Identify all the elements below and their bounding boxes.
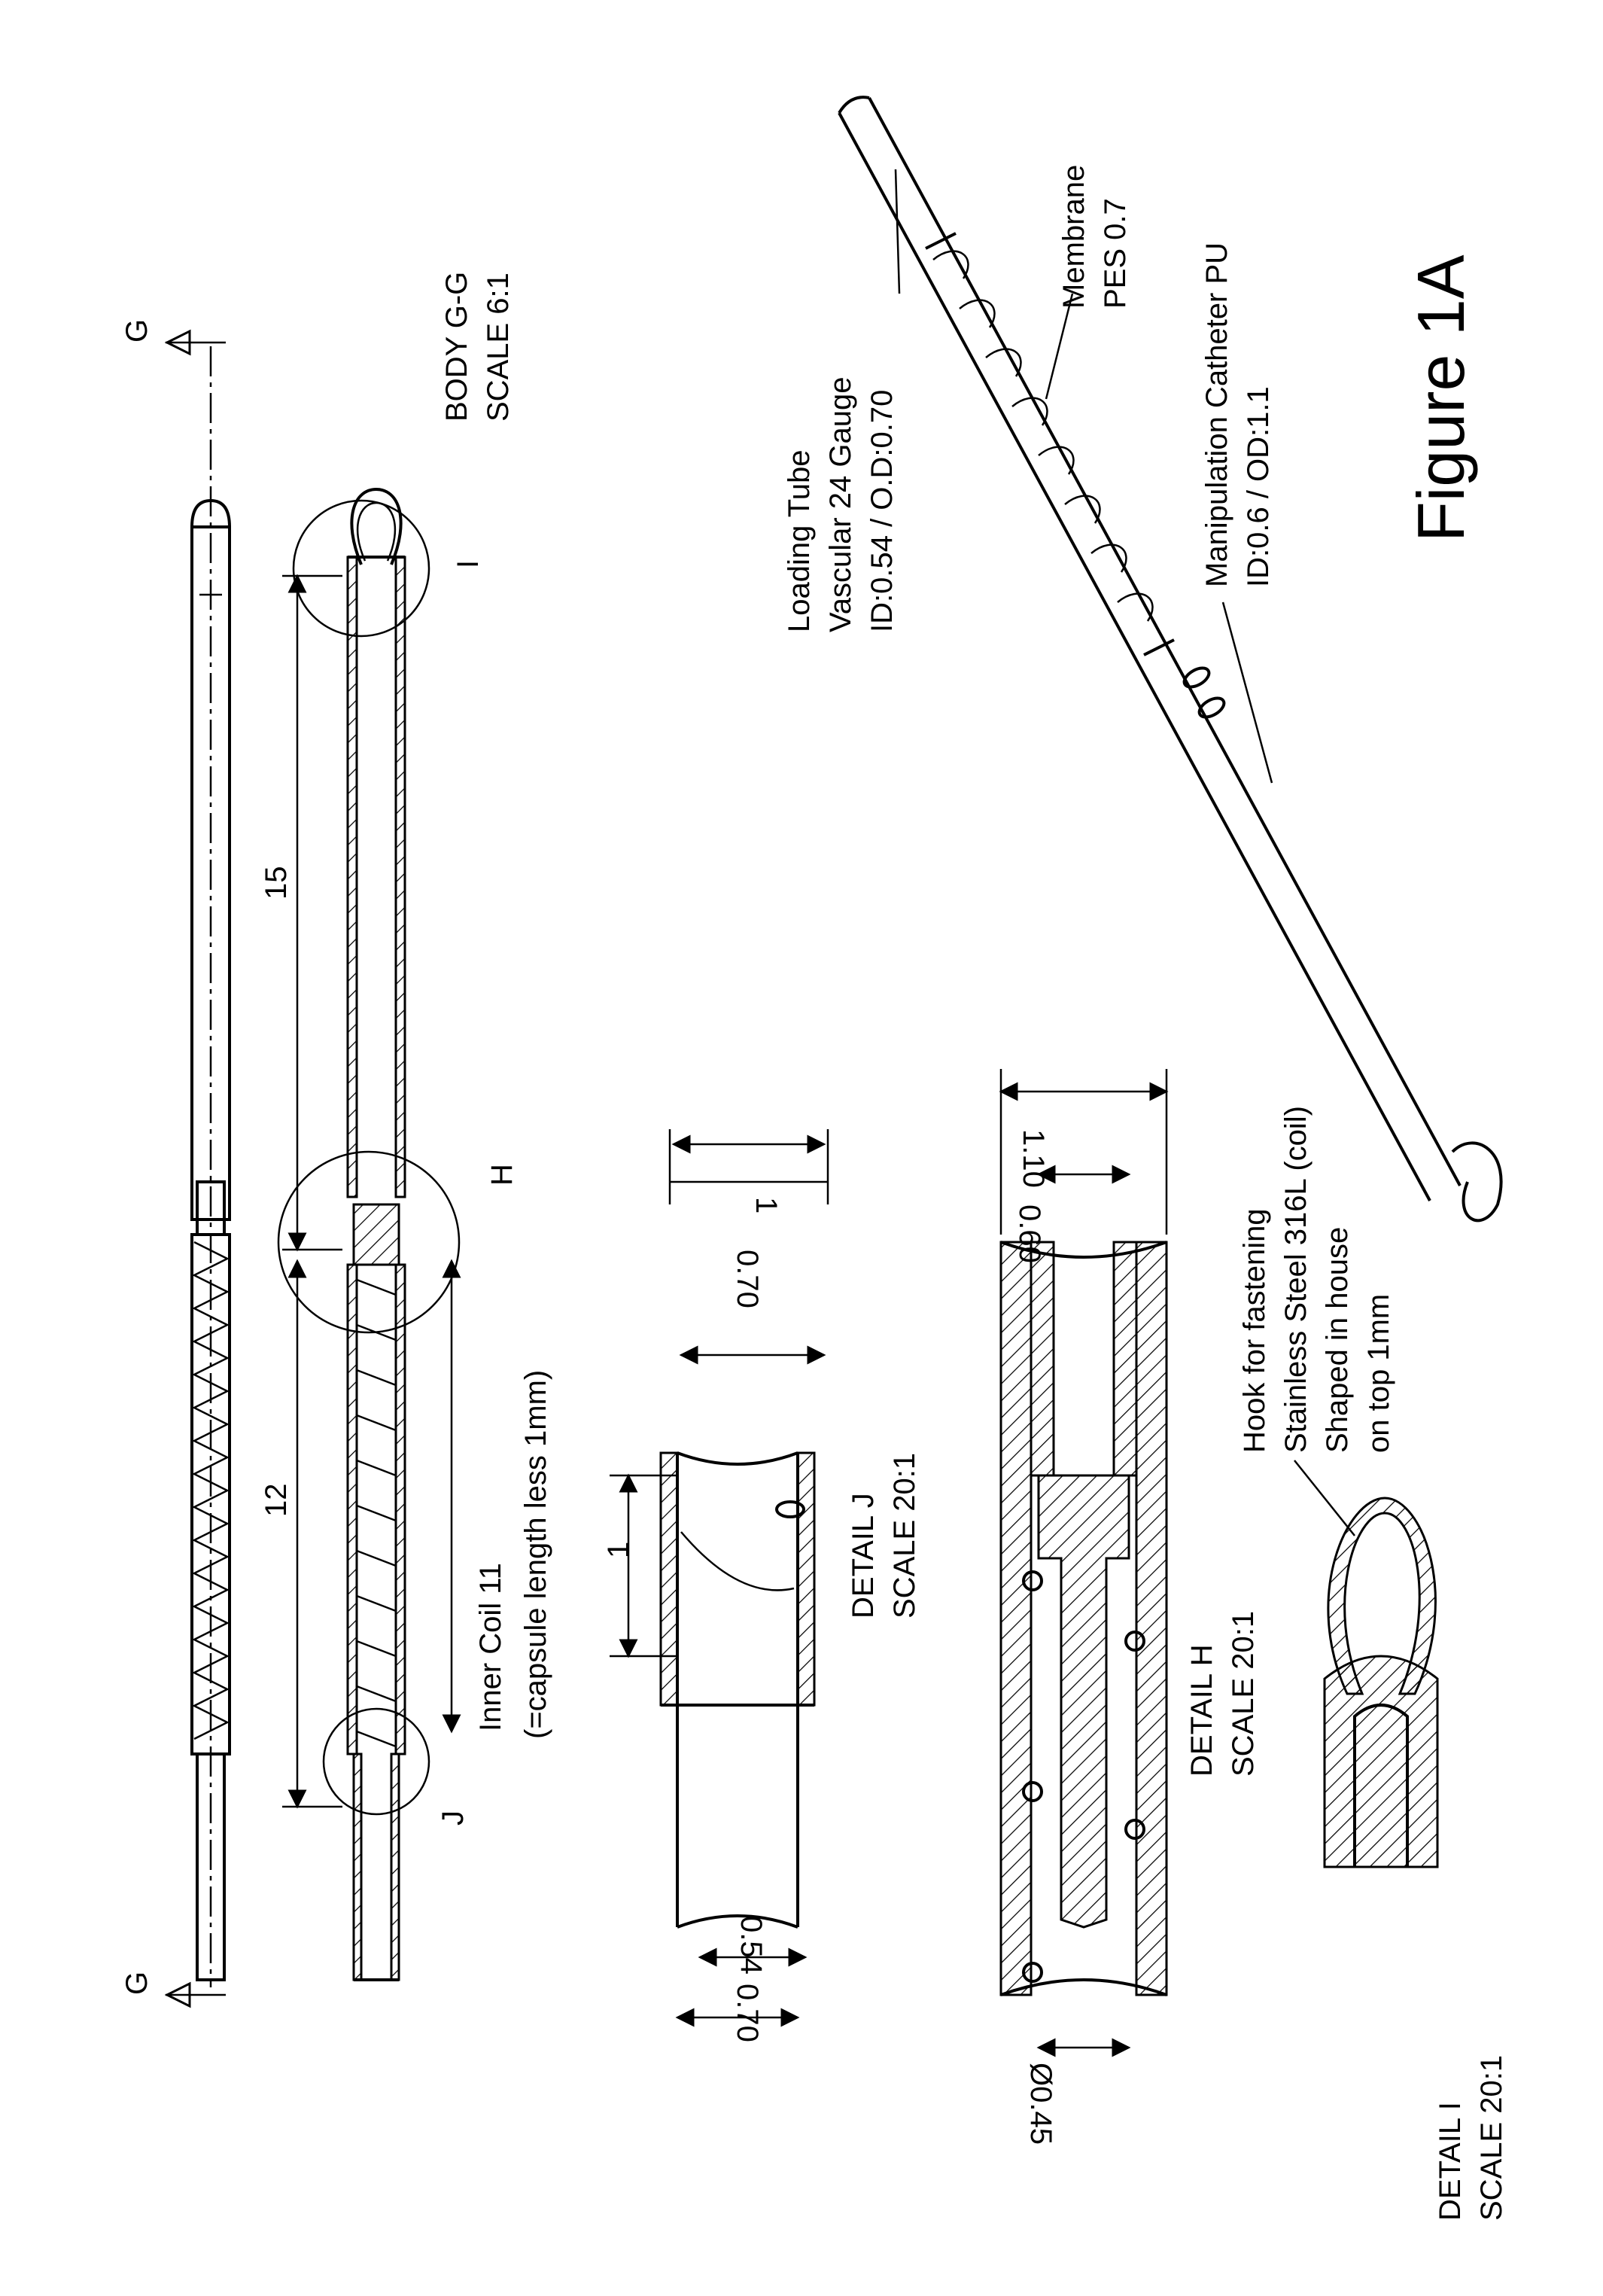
membrane-line1: Membrane	[1057, 165, 1090, 309]
figure-title: Figure 1A	[1404, 254, 1478, 542]
dimension-12	[282, 1261, 342, 1807]
detail-j-dim-1: 1	[750, 1197, 783, 1213]
membrane-line2: PES 0.7	[1099, 198, 1132, 309]
loading-tube-line2: Vascular 24 Gauge	[824, 377, 857, 632]
detail-i-name: DETAIL I	[1434, 2102, 1467, 2221]
detail-circle-i	[294, 501, 429, 636]
detail-j-dim-070: 0.70	[731, 1250, 764, 1308]
detail-label-j: J	[436, 1810, 470, 1826]
section-name: BODY G-G	[440, 272, 473, 422]
hook-line3: Shaped in house	[1321, 1227, 1354, 1453]
membrane-leader	[1046, 294, 1072, 399]
loading-tube-line1: Loading Tube	[783, 450, 816, 632]
inner-coil-line2: (=capsule length less 1mm)	[519, 1370, 552, 1739]
assembly-diagonal	[839, 97, 1501, 1220]
detail-j-scale: SCALE 20:1	[888, 1453, 921, 1618]
catheter-leader	[1223, 602, 1272, 783]
detail-j-drawing	[661, 1453, 814, 1927]
section-mark-bottom: G	[120, 1972, 154, 1995]
detail-h-scale: SCALE 20:1	[1227, 1611, 1260, 1777]
dimension-15	[282, 576, 342, 1250]
hook-line4: on top 1mm	[1362, 1294, 1395, 1453]
detail-circle-j	[324, 1709, 429, 1814]
hook-leader	[1294, 1460, 1355, 1536]
loading-tube-leader	[896, 169, 899, 294]
detail-h-dim-060: 0.60	[1013, 1204, 1046, 1263]
detail-j-name: DETAIL J	[847, 1493, 880, 1618]
catheter-line1: Manipulation Catheter PU	[1200, 242, 1233, 587]
hook-line2: Stainless Steel 316L (coil)	[1279, 1106, 1313, 1453]
catheter-line2: ID:0.6 / OD:1.1	[1242, 386, 1275, 587]
inner-coil-line1: Inner Coil 11	[474, 1563, 507, 1731]
section-view	[348, 489, 405, 1980]
section-arrow-top	[166, 331, 226, 354]
detail-h-name: DETAIL H	[1185, 1644, 1218, 1777]
detail-label-i: I	[452, 560, 485, 568]
section-scale: SCALE 6:1	[482, 273, 515, 422]
hook-line1: Hook for fastening	[1238, 1208, 1271, 1453]
detail-h-dim-110: 1.10	[1017, 1129, 1050, 1188]
dimension-12-label: 12	[260, 1484, 293, 1518]
section-mark-top: G	[120, 319, 154, 343]
detail-h-drawing	[1001, 1242, 1167, 1995]
detail-i-drawing	[1325, 1498, 1437, 1867]
detail-j-dim-070b: 0.70	[731, 1984, 764, 2042]
detail-j-dim-054: 0.54	[735, 1916, 768, 1975]
loading-tube-line3: ID:0.54 / O.D:0.70	[865, 390, 899, 632]
detail-label-h: H	[485, 1164, 519, 1186]
dimension-15-label: 15	[260, 866, 293, 900]
detail-i-scale: SCALE 20:1	[1475, 2055, 1508, 2221]
detail-j-dim-len: 1	[602, 1542, 635, 1558]
detail-j-dims	[610, 1129, 828, 2017]
section-arrow-bottom	[166, 1984, 226, 2006]
detail-h-dim-045: Ø0.45	[1024, 2063, 1057, 2145]
